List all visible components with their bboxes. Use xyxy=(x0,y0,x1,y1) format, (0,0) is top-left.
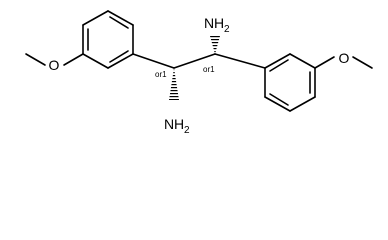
left-methoxy-group xyxy=(25,53,84,66)
amine-bottom-h: H xyxy=(174,116,184,132)
hashed-wedge-bottom xyxy=(169,68,179,100)
structure-diagram: O O or1 or1 N H 2 N H 2 xyxy=(25,10,373,136)
amine-top-subscript: 2 xyxy=(224,24,230,35)
left-benzene-ring xyxy=(82,10,134,69)
stereo-label-right: or1 xyxy=(203,65,215,74)
stereo-label-left: or1 xyxy=(155,70,167,79)
amine-top-h: H xyxy=(214,15,224,31)
right-oxygen-label: O xyxy=(339,50,350,66)
ethylenediamine-backbone xyxy=(132,53,266,69)
left-oxygen-label: O xyxy=(49,57,60,73)
amine-bottom-label: N H 2 xyxy=(164,116,190,136)
right-methoxy-group xyxy=(314,56,373,69)
amine-top-label: N H 2 xyxy=(204,15,230,35)
right-benzene-ring xyxy=(264,53,316,112)
amine-bottom-n: N xyxy=(164,116,174,132)
amine-top-n: N xyxy=(204,15,214,31)
amine-bottom-subscript: 2 xyxy=(184,125,190,136)
molecule-canvas: O O or1 or1 N H 2 N H 2 xyxy=(25,10,373,136)
hashed-wedge-top xyxy=(210,36,220,54)
